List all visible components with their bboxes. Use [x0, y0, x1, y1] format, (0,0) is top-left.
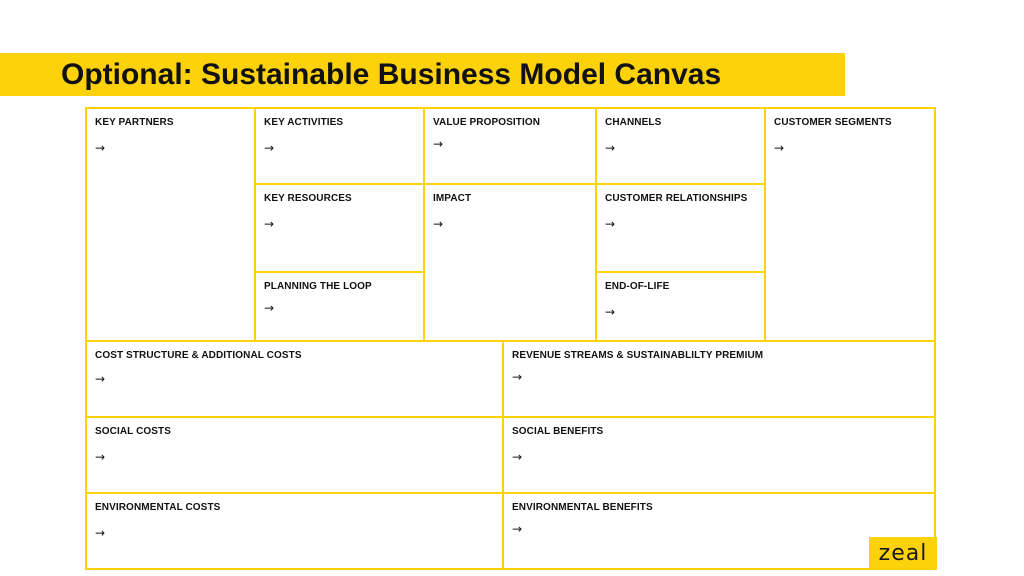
cell-title-value-proposition: VALUE PROPOSITION — [433, 117, 541, 128]
cell-channels: CHANNELS → — [595, 107, 766, 185]
business-model-canvas: KEY PARTNERS → KEY ACTIVITIES → VALUE PR… — [85, 107, 936, 570]
cell-impact: IMPACT → — [423, 183, 597, 342]
arrow-icon: → — [512, 522, 523, 536]
cell-title-environmental-benefits: ENVIRONMENTAL BENEFITS — [512, 502, 653, 513]
arrow-icon: → — [95, 450, 106, 464]
cell-title-impact: IMPACT — [433, 193, 472, 204]
cell-environmental-benefits: ENVIRONMENTAL BENEFITS → — [502, 492, 936, 570]
cell-planning-the-loop: PLANNING THE LOOP → — [254, 271, 425, 342]
cell-title-channels: CHANNELS — [605, 117, 662, 128]
cell-title-social-costs: SOCIAL COSTS — [95, 426, 172, 437]
cell-end-of-life: END-OF-LIFE → — [595, 271, 766, 342]
arrow-icon: → — [433, 137, 444, 151]
arrow-icon: → — [774, 141, 785, 155]
page-title: Optional: Sustainable Business Model Can… — [61, 58, 722, 91]
cell-title-social-benefits: SOCIAL BENEFITS — [512, 426, 604, 437]
cell-title-customer-segments: CUSTOMER SEGMENTS — [774, 117, 892, 128]
cell-title-key-activities: KEY ACTIVITIES — [264, 117, 344, 128]
cell-revenue-streams: REVENUE STREAMS & SUSTAINABLILTY PREMIUM… — [502, 340, 936, 418]
arrow-icon: → — [95, 372, 106, 386]
cell-title-key-resources: KEY RESOURCES — [264, 193, 352, 204]
arrow-icon: → — [433, 217, 444, 231]
arrow-icon: → — [264, 141, 275, 155]
logo-text: zeal — [878, 540, 928, 566]
arrow-icon: → — [264, 217, 275, 231]
cell-customer-segments: CUSTOMER SEGMENTS → — [764, 107, 936, 342]
arrow-icon: → — [95, 526, 106, 540]
cell-key-partners: KEY PARTNERS → — [85, 107, 256, 342]
arrow-icon: → — [605, 305, 616, 319]
cell-customer-relationships: CUSTOMER RELATIONSHIPS → — [595, 183, 766, 273]
cell-title-key-partners: KEY PARTNERS — [95, 117, 174, 128]
cell-value-proposition: VALUE PROPOSITION → — [423, 107, 597, 185]
cell-title-planning-the-loop: PLANNING THE LOOP — [264, 281, 372, 292]
arrow-icon: → — [512, 370, 523, 384]
arrow-icon: → — [264, 301, 275, 315]
cell-title-end-of-life: END-OF-LIFE — [605, 281, 670, 292]
arrow-icon: → — [605, 217, 616, 231]
cell-title-customer-relationships: CUSTOMER RELATIONSHIPS — [605, 193, 748, 204]
zeal-logo: zeal — [869, 537, 937, 570]
arrow-icon: → — [512, 450, 523, 464]
cell-environmental-costs: ENVIRONMENTAL COSTS → — [85, 492, 504, 570]
cell-title-environmental-costs: ENVIRONMENTAL COSTS — [95, 502, 221, 513]
arrow-icon: → — [605, 141, 616, 155]
cell-key-activities: KEY ACTIVITIES → — [254, 107, 425, 185]
cell-social-costs: SOCIAL COSTS → — [85, 416, 504, 494]
cell-key-resources: KEY RESOURCES → — [254, 183, 425, 273]
cell-title-cost-structure: COST STRUCTURE & ADDITIONAL COSTS — [95, 350, 302, 361]
arrow-icon: → — [95, 141, 106, 155]
cell-social-benefits: SOCIAL BENEFITS → — [502, 416, 936, 494]
cell-cost-structure: COST STRUCTURE & ADDITIONAL COSTS → — [85, 340, 504, 418]
title-bar — [0, 53, 845, 96]
cell-title-revenue-streams: REVENUE STREAMS & SUSTAINABLILTY PREMIUM — [512, 350, 764, 361]
